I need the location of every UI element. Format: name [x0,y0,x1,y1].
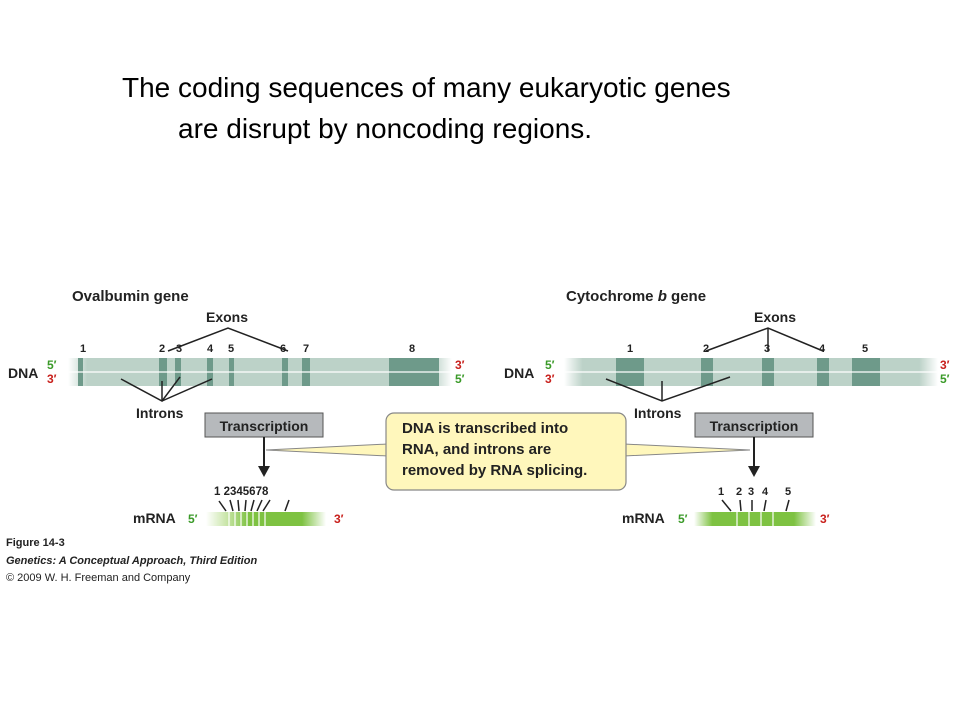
right-mrna-3prime: 3′ [820,512,830,526]
left-dna-top-5prime: 5′ [47,358,57,372]
left-dna-top-3prime: 3′ [455,358,465,372]
right-transcription-label: Transcription [710,418,799,434]
ovalbumin-gene-panel: Ovalbumin gene Exons 1 2 3 4 5 6 7 8 DNA… [8,288,465,526]
left-mrna-3prime: 3′ [334,512,344,526]
cytochrome-b-gene-title: Cytochrome b gene [566,288,706,305]
left-mrna-exon-junctions [228,512,266,526]
right-exons-label: Exons [754,309,796,325]
callout-box [385,412,627,491]
figure-credit: Figure 14-3 Genetics: A Conceptual Appro… [6,537,257,584]
copyright-notice: © 2009 W. H. Freeman and Company [6,572,191,584]
right-mrna-exon-number-3: 3 [748,486,754,498]
left-exons-bracket [167,327,289,352]
figure-number: Figure 14-3 [6,537,65,549]
right-transcription-arrowhead [748,466,760,477]
right-exon-number-2: 2 [703,343,709,355]
right-exon-number-3: 3 [764,343,770,355]
slide-title-line-2: are disrupt by noncoding regions. [178,113,593,144]
left-exon-number-5: 5 [228,343,234,355]
left-exon-number-8: 8 [409,343,415,355]
right-mrna-5prime: 5′ [678,512,688,526]
left-exon-number-7: 7 [303,343,309,355]
right-mrna-label: mRNA [622,510,665,526]
right-mrna-exon-number-4: 4 [762,486,769,498]
splicing-callout: DNA is transcribed into RNA, and introns… [265,412,751,491]
left-mrna-bar [206,512,326,526]
left-exon-number-3: 3 [176,343,182,355]
right-mrna-exon-ticks [721,499,790,512]
left-dna-bottom-3prime: 3′ [47,372,57,386]
left-transcription-label: Transcription [220,418,309,434]
ovalbumin-gene-title: Ovalbumin gene [72,288,189,305]
book-title: Genetics: A Conceptual Approach, Third E… [6,555,257,567]
callout-line-2: RNA, and introns are [402,441,551,458]
right-dna-bottom-3prime: 3′ [545,372,555,386]
left-exon-number-4: 4 [207,343,214,355]
right-exon-number-1: 1 [627,343,633,355]
callout-pointer-left [265,443,389,457]
right-dna-bottom-5prime: 5′ [940,372,950,386]
left-introns-bracket-right [161,378,213,402]
left-transcription-arrowhead [258,466,270,477]
left-mrna-exon-numbers: 1 2345678 [214,486,269,498]
slide-title-line-1: The coding sequences of many eukaryotic … [122,72,731,103]
right-dna-label: DNA [504,365,534,381]
left-exon-number-2: 2 [159,343,165,355]
right-mrna-exon-number-5: 5 [785,486,791,498]
right-mrna-exon-number-2: 2 [736,486,742,498]
left-exons-label: Exons [206,309,248,325]
callout-line-1: DNA is transcribed into [402,420,568,437]
gene-structure-figure: Ovalbumin gene Exons 1 2 3 4 5 6 7 8 DNA… [6,288,950,584]
right-dna-top-5prime: 5′ [545,358,555,372]
left-exon-number-6: 6 [280,343,286,355]
right-exon-number-5: 5 [862,343,868,355]
cytochrome-b-gene-panel: Cytochrome b gene Exons 1 2 3 4 5 DNA 5′… [504,288,950,526]
left-mrna-exon-ticks [218,499,290,512]
left-exon-number-1: 1 [80,343,86,355]
left-dna-bottom-5prime: 5′ [455,372,465,386]
left-dna-label: DNA [8,365,38,381]
left-transcription-box [204,412,324,438]
right-mrna-exon-number-1: 1 [718,486,724,498]
right-mrna-bar [694,512,816,526]
right-dna-top-3prime: 3′ [940,358,950,372]
left-mrna-label: mRNA [133,510,176,526]
callout-line-3: removed by RNA splicing. [402,462,587,479]
callout-pointer-right [623,443,751,457]
left-mrna-5prime: 5′ [188,512,198,526]
right-introns-label: Introns [634,405,682,421]
left-introns-label: Introns [136,405,184,421]
right-mrna-exon-junctions [736,512,774,526]
right-exon-number-4: 4 [819,343,826,355]
